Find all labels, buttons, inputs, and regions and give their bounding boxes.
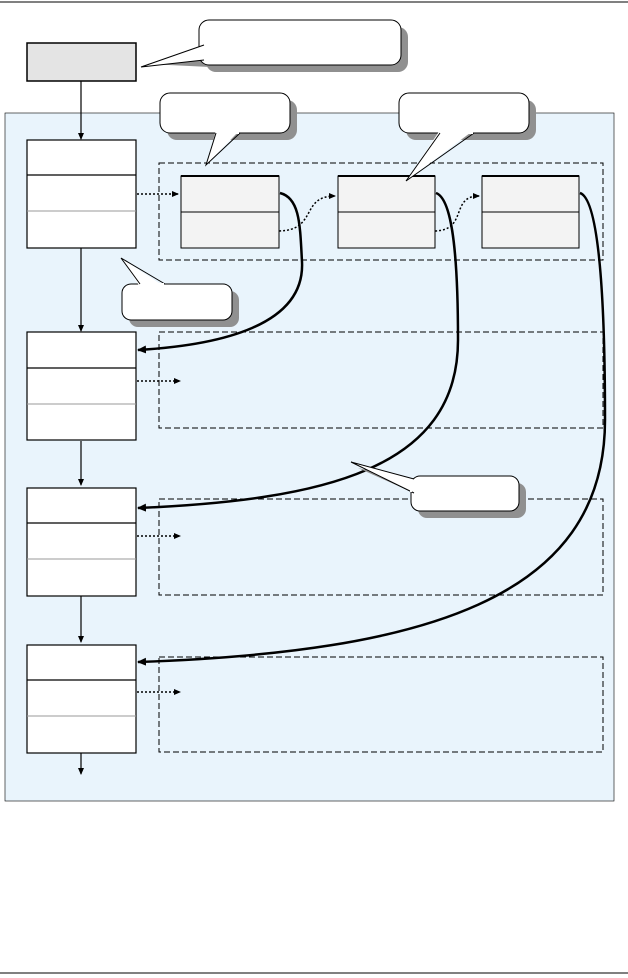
list-node-2 (337, 175, 436, 249)
record-1 (26, 139, 137, 249)
callout-list-item (159, 92, 297, 167)
callout-links (350, 461, 526, 518)
list-container-3 (158, 498, 604, 596)
record-3 (26, 487, 137, 597)
list-container-4 (158, 656, 604, 753)
list-node-1 (180, 175, 280, 249)
record-2 (26, 331, 137, 441)
curve-node-3-to-record-4 (137, 191, 607, 666)
callout-chain-start (120, 257, 239, 327)
dotted-link-node-1-to-2 (278, 193, 336, 232)
curve-node-1-to-record-2 (137, 191, 304, 354)
callout-top-right (140, 19, 408, 72)
record-4 (26, 644, 137, 754)
list-container-2 (158, 331, 604, 429)
dotted-link-node-2-to-3 (434, 193, 480, 232)
list-node-3 (481, 175, 580, 249)
list-container-1 (158, 162, 604, 261)
root-node (26, 42, 137, 82)
callout-list-item-2 (398, 92, 536, 182)
curve-node-2-to-record-3 (137, 191, 460, 512)
